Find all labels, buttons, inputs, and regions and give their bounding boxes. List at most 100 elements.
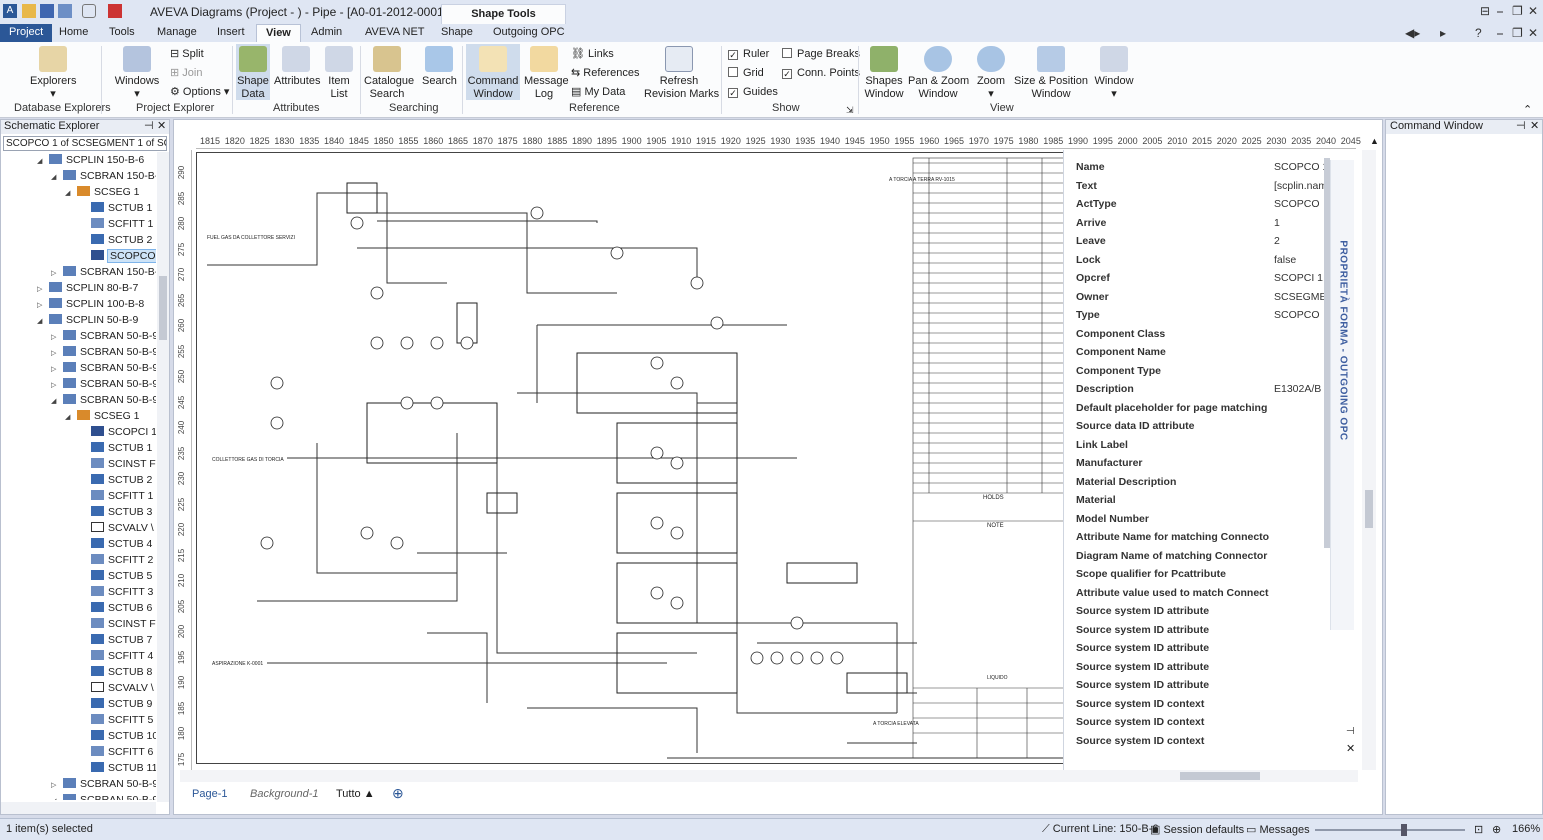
tree-item[interactable]: SCFITT 1	[79, 216, 153, 232]
tree-item[interactable]: SCTUB 1	[79, 200, 152, 216]
tree-item[interactable]: SCTUB 3	[79, 504, 152, 520]
tree-item[interactable]: ▷SCPLIN 80-B-7	[37, 280, 138, 296]
property-row[interactable]: Source data ID attribute	[1076, 417, 1356, 435]
tree-item[interactable]: ▷SCPLIN 100-B-8	[37, 296, 144, 312]
tree-item[interactable]: SCFITT 5	[79, 712, 153, 728]
close-icon[interactable]: ✕	[1346, 743, 1356, 755]
tree-item[interactable]: SCTUB 8	[79, 664, 152, 680]
guides-check-icon[interactable]: ✓	[728, 88, 738, 98]
search-button[interactable]: Search	[422, 46, 457, 88]
restore-button[interactable]: ❐	[1512, 4, 1523, 18]
tree-item[interactable]: ◢SCBRAN 50-B-9/E	[51, 392, 156, 408]
shape-data-button[interactable]: Shape Data	[236, 44, 270, 100]
doc-restore-icon[interactable]: ❐	[1512, 26, 1523, 40]
split-button[interactable]: ⊟ Split	[170, 48, 204, 60]
property-row[interactable]: Source system ID context	[1076, 713, 1356, 731]
help-icon[interactable]: ?	[1475, 26, 1482, 40]
expand-icon[interactable]: ◢	[65, 414, 71, 421]
property-row[interactable]: Source system ID attribute	[1076, 621, 1356, 639]
pin-icon[interactable]: ⊣	[144, 120, 154, 132]
explorer-combo[interactable]: SCOPCO 1 of SCSEGMENT 1 of SCBF	[3, 136, 167, 151]
expand-icon[interactable]: ▷	[51, 782, 57, 789]
property-row[interactable]: Source system ID attribute	[1076, 639, 1356, 657]
tree-item[interactable]: ▷SCBRAN 50-B-9/E	[51, 360, 156, 376]
options-button[interactable]: ⚙ Options ▾	[170, 86, 230, 98]
tab-page-1[interactable]: Page-1	[192, 788, 228, 800]
tree-item[interactable]: ◢SCSEG 1	[65, 184, 140, 200]
ruler-checkbox[interactable]: ✓Ruler	[728, 48, 770, 60]
scrollbar-thumb[interactable]	[1180, 772, 1260, 780]
tree-item[interactable]: SCINST F	[79, 456, 156, 472]
property-row[interactable]: Source system ID attribute	[1076, 658, 1356, 676]
property-row[interactable]: Component Name	[1076, 343, 1356, 361]
expand-icon[interactable]: ▷	[51, 270, 57, 277]
diagram-vscrollbar[interactable]	[1362, 150, 1376, 770]
my-data-button[interactable]: ▤ My Data	[571, 86, 626, 98]
catalogue-search-button[interactable]: Catalogue Search	[364, 46, 414, 101]
tab-insert[interactable]: Insert	[217, 26, 245, 38]
join-button[interactable]: ⊞ Join	[170, 67, 203, 79]
grid-checkbox[interactable]: Grid	[728, 66, 764, 80]
links-button[interactable]: ⛓ Links	[571, 48, 614, 60]
properties-side-tab[interactable]: PROPRIETÀ FORMA - OUTGOING OPC	[1330, 160, 1354, 630]
show-dialog-launcher-icon[interactable]: ⇲	[846, 105, 854, 115]
close-icon[interactable]: ✕	[157, 120, 167, 132]
attributes-button[interactable]: Attributes	[274, 46, 320, 88]
tree-item[interactable]: SCTUB 9	[79, 696, 152, 712]
doc-minimize-icon[interactable]: ⎯	[1497, 26, 1504, 40]
grid-check-icon[interactable]	[728, 67, 738, 77]
tree-item[interactable]: ◢SCSEG 1	[65, 408, 140, 424]
scrollbar-thumb[interactable]	[159, 276, 167, 340]
expand-icon[interactable]: ▷	[37, 286, 43, 293]
session-defaults-status[interactable]: ▣ Session defaults	[1150, 824, 1245, 836]
scroll-up-icon[interactable]: ▲	[1370, 136, 1379, 146]
scrollbar-thumb[interactable]	[1365, 490, 1373, 528]
property-row[interactable]: Component Type	[1076, 362, 1356, 380]
tab-view[interactable]: View	[256, 24, 301, 42]
pid-schematic[interactable]: A TORCIA A TERRA RV-1015 FUEL GAS DA COL…	[197, 153, 1085, 765]
zoom-slider[interactable]	[1315, 824, 1465, 836]
tab-manage[interactable]: Manage	[157, 26, 197, 38]
tree-item[interactable]: SCTUB 4	[79, 536, 152, 552]
tree-item[interactable]: ◢SCBRAN 150-B-6	[51, 168, 156, 184]
property-row[interactable]: Component Class	[1076, 325, 1356, 343]
tree-item[interactable]: SCFITT 2	[79, 552, 153, 568]
forward-icon[interactable]: ▸	[1440, 26, 1447, 40]
zoom-button[interactable]: Zoom▾	[974, 46, 1008, 101]
tree-item[interactable]: SCTUB 6	[79, 600, 152, 616]
message-log-button[interactable]: Message Log	[524, 46, 569, 101]
undo-icon[interactable]	[108, 4, 122, 18]
ruler-check-icon[interactable]: ✓	[728, 50, 738, 60]
expand-icon[interactable]: ◢	[51, 174, 57, 181]
command-window-button[interactable]: Command Window	[466, 44, 520, 100]
conn-points-check-icon[interactable]: ✓	[782, 69, 792, 79]
restore-ribbon-icon[interactable]: ⊟	[1480, 4, 1491, 18]
property-value[interactable]: SCSEGMENT	[1274, 290, 1336, 303]
expand-icon[interactable]: ◢	[37, 318, 43, 325]
tree-vscrollbar[interactable]	[157, 152, 169, 802]
expand-icon[interactable]: ◢	[65, 190, 71, 197]
expand-icon[interactable]: ◢	[51, 794, 63, 800]
tree-item[interactable]: SCTUB 10	[79, 728, 156, 744]
property-row[interactable]: Default placeholder for page matching	[1076, 399, 1356, 417]
property-value[interactable]: 1	[1274, 216, 1280, 229]
tree-item[interactable]: ▷SCBRAN 50-B-9/E	[51, 776, 156, 792]
guides-checkbox[interactable]: ✓Guides	[728, 86, 778, 98]
page-breaks-checkbox[interactable]: Page Breaks	[782, 47, 860, 61]
property-value[interactable]: SCOPCO	[1274, 309, 1320, 321]
tab-home[interactable]: Home	[59, 26, 89, 38]
shapes-window-button[interactable]: Shapes Window	[862, 46, 906, 101]
command-output-area[interactable]	[1390, 140, 1538, 800]
conn-points-checkbox[interactable]: ✓Conn. Points	[782, 67, 860, 79]
tab-project[interactable]: Project	[0, 24, 53, 42]
tree-item[interactable]: ◢SCPLIN 150-B-6	[37, 152, 144, 168]
pid-drawing[interactable]: A TORCIA A TERRA RV-1015 FUEL GAS DA COL…	[196, 152, 1084, 764]
tree-item[interactable]: ◢SCPLIN 50-B-9	[37, 312, 138, 328]
expand-icon[interactable]: ▷	[37, 302, 43, 309]
zoom-in-icon[interactable]: ⊕	[1492, 824, 1502, 836]
